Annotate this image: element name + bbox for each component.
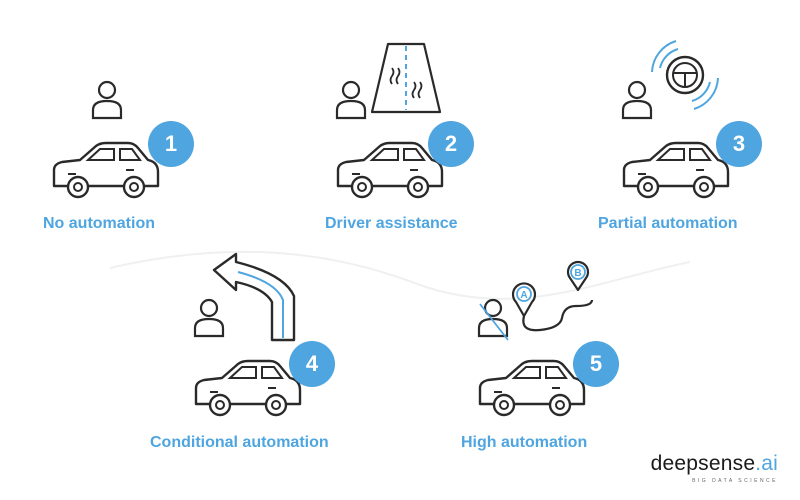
car-icon (194, 359, 302, 417)
car-icon (52, 141, 160, 199)
level-label: No automation (43, 215, 155, 232)
level-number-badge: 2 (428, 121, 474, 167)
person-crossed-icon (477, 298, 509, 341)
level-number-badge: 1 (148, 121, 194, 167)
logo-suffix: .ai (755, 452, 778, 475)
turn-arrow-icon (212, 252, 296, 342)
route-end-marker: B (574, 268, 581, 279)
steering-wheel-icon (651, 40, 719, 110)
route-start-marker: A (520, 290, 527, 301)
person-icon (91, 80, 123, 120)
route-pin-icon: A B (511, 260, 594, 332)
level-label: High automation (461, 434, 588, 451)
level-number-badge: 5 (573, 341, 619, 387)
level-number-badge: 4 (289, 341, 335, 387)
brand-logo: deepsense.ai (651, 452, 778, 476)
level-number-badge: 3 (716, 121, 762, 167)
level-label: Conditional automation (150, 434, 329, 451)
logo-tagline: BIG DATA SCIENCE (692, 478, 778, 484)
person-icon (193, 298, 225, 338)
person-icon (335, 80, 367, 120)
road-icon (370, 42, 442, 114)
logo-main: deepsense (650, 452, 756, 475)
car-icon (336, 141, 444, 199)
level-label: Partial automation (598, 215, 738, 232)
car-icon (622, 141, 730, 199)
level-label: Driver assistance (325, 215, 458, 232)
person-icon (621, 80, 653, 120)
car-icon (478, 359, 586, 417)
